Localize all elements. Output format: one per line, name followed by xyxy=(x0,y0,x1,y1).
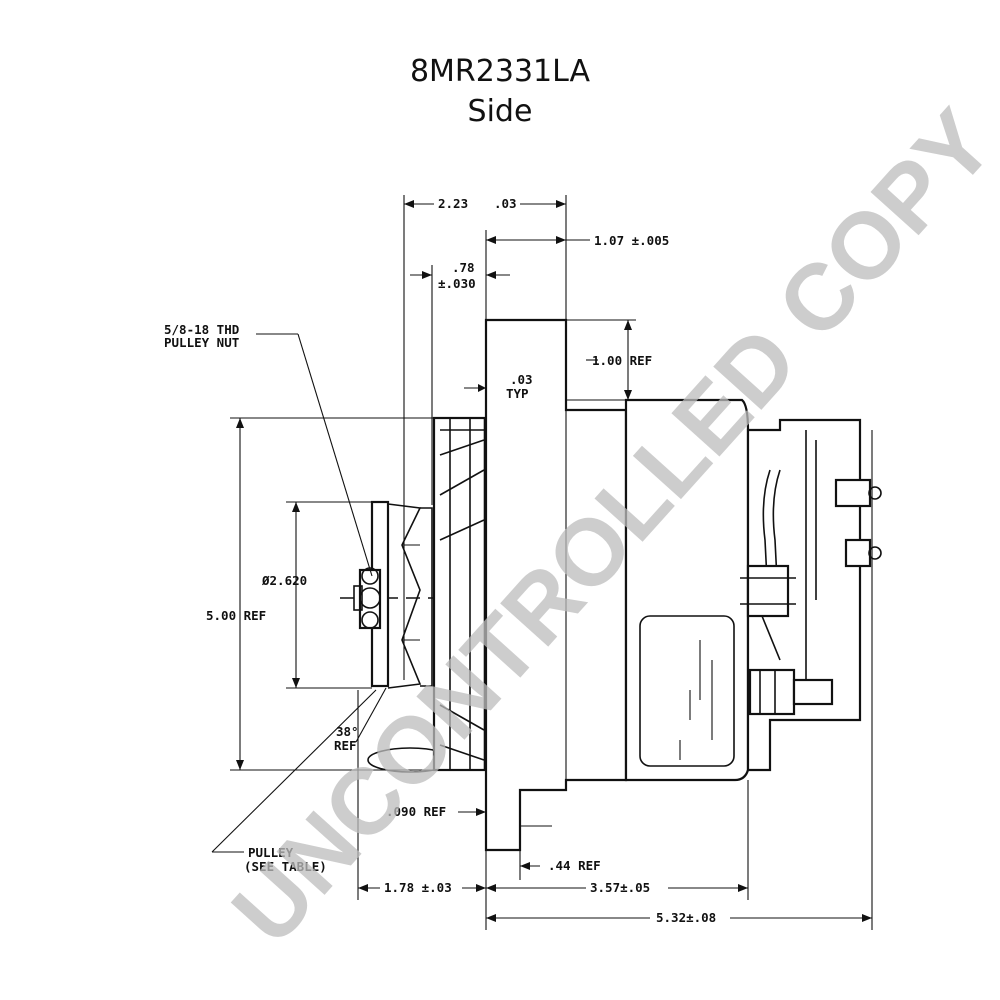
dim-1-07: 1.07 ±.005 xyxy=(594,233,669,248)
fan-body xyxy=(432,416,490,772)
extension-lines xyxy=(230,195,873,930)
part-number-title: 8MR2331LA xyxy=(409,54,591,89)
leader-lines xyxy=(211,333,387,853)
callout-pulley-label: PULLEY xyxy=(248,845,294,860)
uncontrolled-copy-watermark: UNCONTROLLED COPY xyxy=(212,90,1000,964)
dimension-lines xyxy=(236,200,872,922)
dim-3-57: 3.57±.05 xyxy=(590,880,650,895)
dim-2-23: 2.23 xyxy=(438,196,468,211)
dim-78: .78 xyxy=(452,260,475,275)
dim-1-00-ref: 1.00 REF xyxy=(592,353,652,368)
nameplate-marks xyxy=(679,640,713,760)
terminal-upper xyxy=(834,478,872,508)
terminal-middle xyxy=(844,538,872,568)
callout-pulley-nut-thread: 5/8-18 THD xyxy=(164,322,239,337)
dim-38-degree: 38° xyxy=(336,724,359,739)
wire-harness xyxy=(762,469,771,601)
dim-090-ref: .090 REF xyxy=(386,804,446,819)
battery-stud xyxy=(748,668,834,716)
pulley-rear-flange xyxy=(420,507,433,687)
dim-1-78: 1.78 ±.03 xyxy=(384,880,452,895)
dim-03-typ: .03 xyxy=(510,372,533,387)
dim-pulley-diameter: Ø2.620 xyxy=(261,573,307,588)
callout-pulley-see-table: (SEE TABLE) xyxy=(244,859,327,874)
title-block: 8MR2331LA Side xyxy=(0,52,1000,132)
pulley-nut xyxy=(353,567,382,630)
nameplate xyxy=(639,615,735,767)
cooling-fan xyxy=(432,416,490,772)
dim-5-32: 5.32±.08 xyxy=(656,910,716,925)
callout-pulley-nut-label: PULLEY NUT xyxy=(164,335,239,350)
dim-5-00-ref: 5.00 REF xyxy=(206,608,266,623)
output-stud xyxy=(740,564,796,618)
dim-44-ref: .44 REF xyxy=(548,858,601,873)
dim-typ: TYP xyxy=(506,386,529,401)
dim-03-top: .03 xyxy=(494,196,517,211)
view-subtitle: Side xyxy=(467,94,533,129)
dim-38-ref: REF xyxy=(334,738,357,753)
dim-78-tolerance: ±.030 xyxy=(438,276,476,291)
